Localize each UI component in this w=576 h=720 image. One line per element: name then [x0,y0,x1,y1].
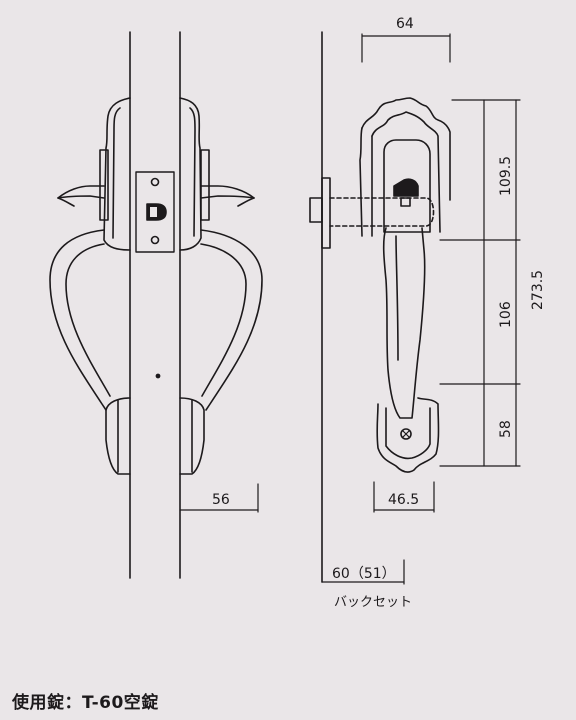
label-height-middle: 106 [498,301,514,328]
spindle-housing [321,177,331,249]
front-escutcheon-top [361,97,451,201]
lower-escutcheon-right [179,397,205,475]
thumb-window [383,139,431,233]
grip-handle-right-outer [200,229,263,411]
thumb-turn [393,178,419,197]
label-top-width: 64 [396,16,414,32]
grip-handle-right-inner [200,243,247,397]
left-escutcheon [103,97,131,251]
latch-bolt-slot [150,207,157,217]
faceplate-screw-top [150,177,160,187]
grip-handle-left-outer [49,229,107,411]
front-handle-ridge [395,235,399,361]
front-escutcheon-inner [371,111,441,233]
latch-faceplate [135,171,175,253]
label-handle-projection: 56 [212,492,230,508]
right-escutcheon-inner [189,107,196,237]
label-height-total: 273.5 [530,270,546,310]
side-view [49,31,263,579]
front-handle-outer [382,227,426,419]
thumb-turn-slot [400,197,411,207]
front-escutcheon-bottom-inner [385,407,431,460]
front-escutcheon-left-side [359,127,363,237]
label-escutcheon-width: 46.5 [388,492,419,508]
bottom-screw-x [402,430,410,438]
label-backset: 60（51） [332,566,396,582]
label-height-upper: 109.5 [498,156,514,196]
bottom-screw [400,428,412,440]
thumb-lever-right-tip [237,197,255,207]
right-escutcheon [179,97,202,251]
dimension-labels: 64 109.5 273.5 106 58 46.5 56 60（51） バック… [212,16,546,610]
spindle-cap [309,197,323,223]
faceplate-screw-bottom [150,235,160,245]
spindle-dashed [329,197,435,227]
thumb-lever-left-tip [57,197,75,207]
thumb-lever-left [57,185,105,199]
label-backset-text: バックセット [334,595,412,610]
grip-handle-left-inner [65,243,111,397]
lower-escutcheon-left [105,397,131,475]
door-mark [155,373,161,379]
front-escutcheon-bottom [376,397,440,473]
spindle-block-left [99,149,109,221]
spindle-block-right [200,149,210,221]
label-height-lower: 58 [498,420,514,438]
lock-caption: 使用錠：T-60空錠 [12,693,159,713]
left-escutcheon-inner [112,107,121,239]
front-view [309,31,521,585]
